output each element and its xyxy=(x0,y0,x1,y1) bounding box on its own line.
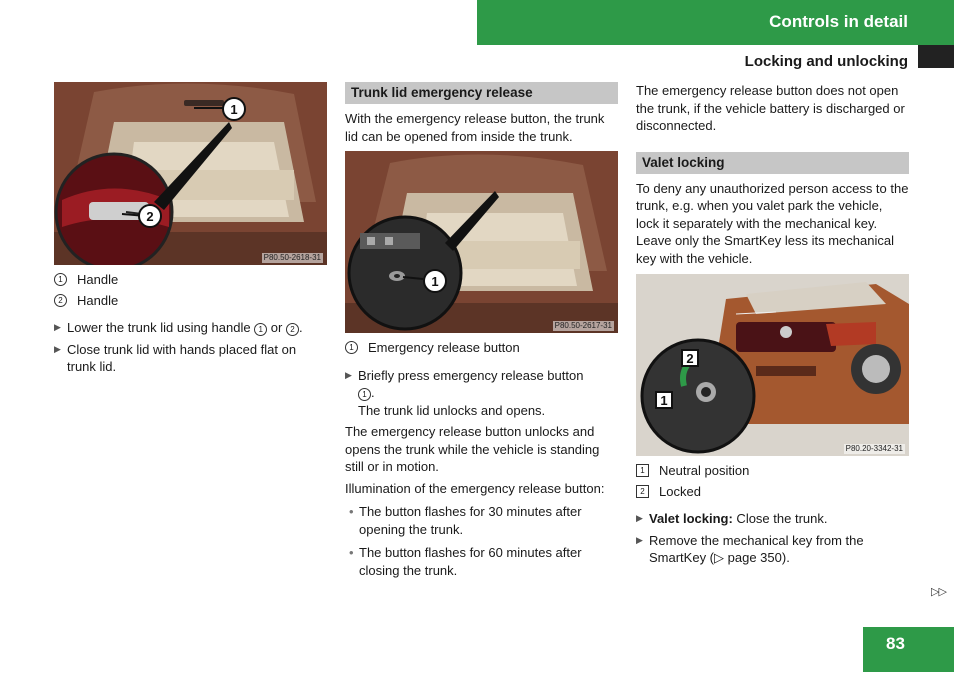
svg-text:1: 1 xyxy=(431,274,438,289)
paragraph: To deny any unauthorized person access t… xyxy=(636,180,909,266)
legend-item: 1 Neutral position xyxy=(636,462,909,480)
legend-item: 1 Handle xyxy=(54,271,327,289)
triangle-right-icon: ▶ xyxy=(54,343,61,354)
step-text: Close trunk lid with hands placed flat o… xyxy=(67,341,297,375)
legend-text: Locked xyxy=(659,483,701,499)
instruction-step: ▶ Close trunk lid with hands placed flat… xyxy=(54,341,327,376)
svg-text:2: 2 xyxy=(146,209,153,224)
column-1: 1 2 P80.50-2618-31 1 Handle 2 Handle ▶ L… xyxy=(54,82,327,380)
bullet-text: The button flashes for 60 minutes after … xyxy=(359,545,582,578)
subsection-heading: Valet locking xyxy=(636,151,909,174)
step-text: Lower the trunk lid using handle 1 or 2. xyxy=(67,320,303,336)
trunk-handles-illustration: 1 2 P80.50-2618-31 xyxy=(54,82,327,265)
svg-text:1: 1 xyxy=(230,102,237,117)
callout-number: 1 xyxy=(636,464,649,478)
triangle-right-icon: ▶ xyxy=(54,322,61,332)
legend-text: Neutral position xyxy=(659,463,750,478)
thumb-tab xyxy=(918,45,954,68)
intro-paragraph: With the emergency release button, the t… xyxy=(345,111,605,144)
legend-text: Emergency release button xyxy=(368,340,520,355)
intro-paragraph: The emergency release button does not op… xyxy=(636,83,905,133)
triangle-right-icon: ▶ xyxy=(636,534,643,545)
svg-text:2: 2 xyxy=(686,351,693,366)
dot-icon: • xyxy=(349,545,354,560)
instruction-step: ▶ Briefly press emergency release button… xyxy=(345,367,618,420)
emergency-release-illustration: 1 P80.50-2617-31 xyxy=(345,151,618,333)
instruction-step: ▶ Lower the trunk lid using handle 1 or … xyxy=(54,319,327,337)
step-text: Remove the mechanical key from the Smart… xyxy=(649,532,864,566)
triangle-right-icon: ▶ xyxy=(636,513,643,523)
paragraph: Illumination of the emergency release bu… xyxy=(345,480,605,496)
instruction-step: ▶ Valet locking: Close the trunk. xyxy=(636,510,909,528)
callout-number: 2 xyxy=(636,484,649,498)
continued-arrow-icon: ▷▷ xyxy=(931,586,947,598)
figure-code: P80.50-2618-31 xyxy=(261,253,323,263)
step-text: Valet locking: Close the trunk. xyxy=(649,511,828,526)
column-3: The emergency release button does not op… xyxy=(636,82,909,571)
legend-text: Handle xyxy=(77,292,119,308)
legend-item: 1 Emergency release button xyxy=(345,339,618,357)
paragraph: The emergency release button unlocks and… xyxy=(345,424,600,474)
section-title: Locking and unlocking xyxy=(744,53,908,70)
chapter-title: Controls in detail xyxy=(769,12,908,31)
bullet-text: The button flashes for 30 minutes after … xyxy=(359,504,582,537)
svg-text:1: 1 xyxy=(660,393,667,408)
legend-item: 2 Locked xyxy=(636,483,909,501)
subsection-heading: Trunk lid emergency release xyxy=(345,82,618,104)
page-number: 83 xyxy=(863,627,954,672)
figure-code: P80.20-3342-31 xyxy=(843,444,905,454)
bullet-item: • The button flashes for 60 minutes afte… xyxy=(345,544,618,579)
callout-number: 2 xyxy=(54,293,67,307)
triangle-right-icon: ▶ xyxy=(345,369,352,380)
callout-number: 1 xyxy=(345,341,358,355)
figure-code: P80.50-2617-31 xyxy=(552,321,614,331)
callout-number: 1 xyxy=(54,273,67,287)
dot-icon: • xyxy=(349,504,354,519)
instruction-step: ▶ Remove the mechanical key from the Sma… xyxy=(636,532,909,567)
valet-locking-illustration: 2 1 P80.20-3342-31 xyxy=(636,274,909,456)
legend-text: Handle xyxy=(77,272,119,287)
step-result: The trunk lid unlocks and opens. xyxy=(358,402,546,418)
bullet-item: • The button flashes for 30 minutes afte… xyxy=(345,503,618,538)
legend-item: 2 Handle xyxy=(54,292,327,310)
header-bar xyxy=(477,0,954,45)
column-2: Trunk lid emergency release With the eme… xyxy=(345,82,618,585)
page-reference-link[interactable]: ▷ page 350 xyxy=(714,550,782,565)
